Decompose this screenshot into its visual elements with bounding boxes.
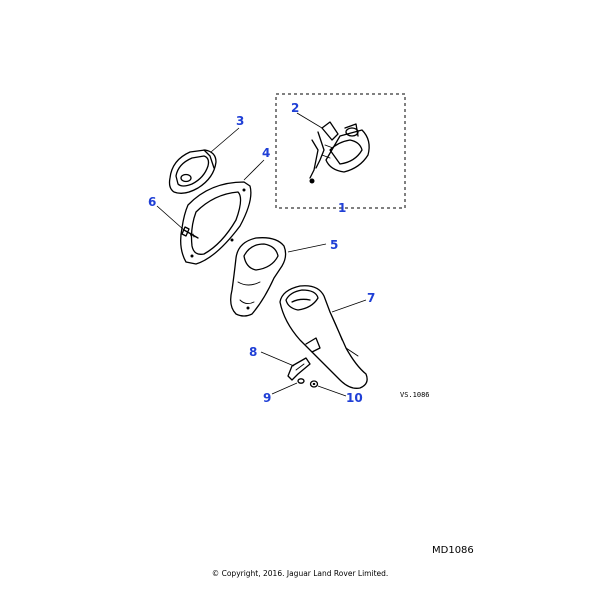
- copyright-notice: © Copyright, 2016. Jaguar Land Rover Lim…: [211, 569, 389, 578]
- filler-housing: [230, 237, 287, 317]
- leader-line-3: [210, 127, 240, 153]
- washer: [297, 378, 305, 384]
- leader-line-4: [243, 159, 265, 181]
- callout-2: 2: [291, 101, 299, 115]
- leader-line-5: [287, 243, 327, 253]
- leader-line-10: [317, 385, 347, 397]
- filler-flap: [168, 149, 217, 194]
- clip: [287, 357, 311, 381]
- leader-line-8: [260, 351, 295, 367]
- leader-line-6: [156, 205, 185, 231]
- callout-8: 8: [249, 345, 257, 359]
- callout-5: 5: [330, 238, 338, 252]
- nut: [309, 380, 319, 388]
- leader-line-2: [296, 112, 323, 129]
- illustration-ref: VS.1086: [400, 391, 430, 399]
- callout-9: 9: [263, 391, 271, 405]
- leader-line-7: [331, 299, 367, 313]
- leader-line-9: [271, 382, 298, 395]
- gasket-ring: [180, 181, 252, 265]
- callout-10: 10: [346, 391, 363, 405]
- screw: [181, 226, 199, 239]
- drawing-code: MD1086: [432, 545, 474, 556]
- callout-3: 3: [236, 114, 244, 128]
- callout-6: 6: [148, 195, 156, 209]
- locking-cap-with-keys: [309, 121, 370, 184]
- locking-cap-group-box: [275, 93, 406, 209]
- callout-1: 1: [338, 201, 346, 215]
- callout-7: 7: [367, 291, 375, 305]
- callout-4: 4: [262, 146, 270, 160]
- filler-neck-tube: [279, 285, 368, 389]
